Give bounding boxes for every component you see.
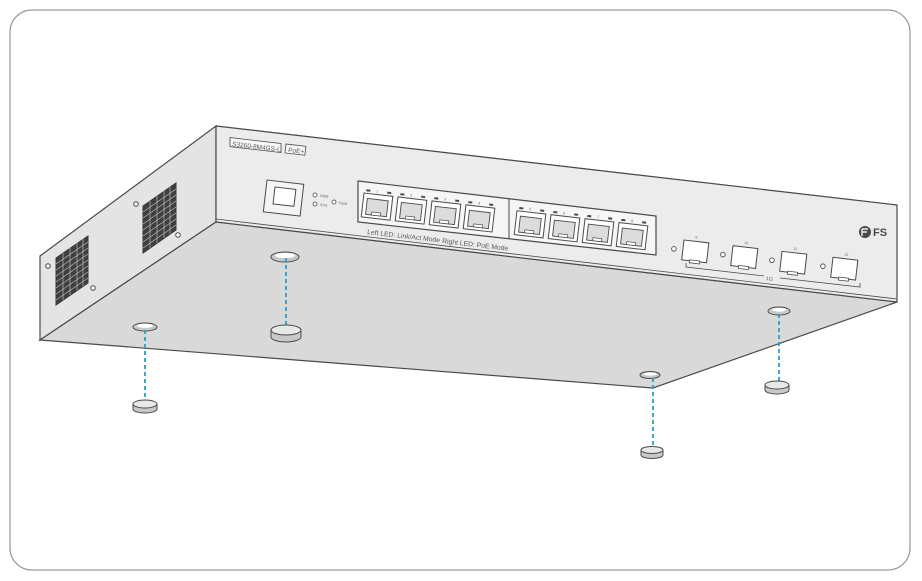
- port-led-left: [366, 189, 371, 192]
- rj45-port: 2: [394, 193, 428, 225]
- port-led-right: [387, 191, 392, 195]
- rj45-port-number: 1: [376, 189, 378, 193]
- rj45-port-number: 8: [631, 219, 633, 223]
- rj45-port-block: [357, 180, 657, 256]
- port-led-left: [468, 201, 473, 204]
- sfp-led: [820, 263, 826, 269]
- sfp-port: 9: [671, 235, 710, 265]
- poe-label-text: PoE+: [288, 147, 305, 156]
- alignment-guides: [144, 258, 780, 446]
- rj45-port: 6: [547, 210, 581, 243]
- rj45-port-number: 4: [478, 201, 480, 205]
- brand-logo: FS: [859, 226, 887, 239]
- rubber-foot-icon: [132, 399, 158, 414]
- fan-grille-icon: [142, 182, 177, 254]
- rubber-foot-icon: [764, 380, 790, 395]
- port-led-right: [421, 195, 426, 199]
- status-leds: PWR SYS Fault: [312, 192, 347, 208]
- rj45-ports: 1 2 3 4 5 6 7 8: [360, 189, 649, 251]
- rj45-port: 8: [615, 218, 649, 251]
- rj45-port-number: 5: [529, 207, 531, 211]
- rj45-port: 1: [360, 189, 394, 221]
- port-led-left: [553, 210, 558, 214]
- rj45-port-number: 7: [597, 215, 599, 219]
- led-sys-label: SYS: [320, 203, 328, 208]
- sfp-group-bracket: [685, 263, 861, 288]
- sfp-port: 11: [769, 247, 808, 276]
- led-pwr-label: PWR: [320, 194, 329, 199]
- port-led-right: [455, 199, 460, 203]
- sfp-port: 10: [720, 241, 759, 271]
- port-led-left: [621, 218, 626, 222]
- model-label: S3260-8M4GS-U: [229, 137, 282, 154]
- sfp-led: [769, 257, 775, 264]
- port-led-right: [540, 209, 545, 212]
- rj45-port: 4: [462, 201, 496, 233]
- sfp-port-number: 12: [844, 253, 848, 257]
- sfp-ports: 9 10 11 12: [671, 235, 859, 282]
- led-fault-label: Fault: [339, 201, 347, 206]
- rubber-foot-icon: [640, 446, 664, 459]
- rj45-port-number: 2: [410, 193, 412, 197]
- port-led-left: [434, 197, 439, 200]
- fan-grille-icon: [55, 235, 89, 306]
- port-led-right: [489, 203, 494, 206]
- screw-hole-icon: [45, 201, 181, 291]
- port-led-right: [642, 221, 647, 224]
- poe-label: PoE+: [284, 143, 307, 156]
- sfp-led: [671, 246, 677, 252]
- front-edge-highlight: [215, 218, 898, 300]
- sfp-led: [720, 251, 726, 258]
- port-led-left: [519, 207, 524, 210]
- rj45-port: 3: [428, 197, 462, 229]
- console-port: [262, 179, 305, 217]
- port-led-right: [608, 217, 613, 220]
- port-led-left: [400, 193, 405, 196]
- brand-logo-text: FS: [873, 227, 887, 239]
- rubber-foot-icon: [270, 324, 302, 343]
- rj45-port-number: 3: [444, 197, 446, 201]
- sfp-port-number: 11: [793, 247, 797, 251]
- sfp-group-label: 1G: [766, 276, 773, 283]
- sfp-port-number: 10: [744, 241, 748, 245]
- rj45-port-number: 6: [563, 211, 565, 215]
- rj45-port: 7: [581, 214, 615, 247]
- port-led-left: [587, 214, 592, 218]
- sfp-port-number: 9: [695, 235, 697, 239]
- port-led-right: [574, 213, 579, 216]
- rj45-port: 5: [513, 207, 547, 239]
- sfp-port: 12: [820, 253, 859, 282]
